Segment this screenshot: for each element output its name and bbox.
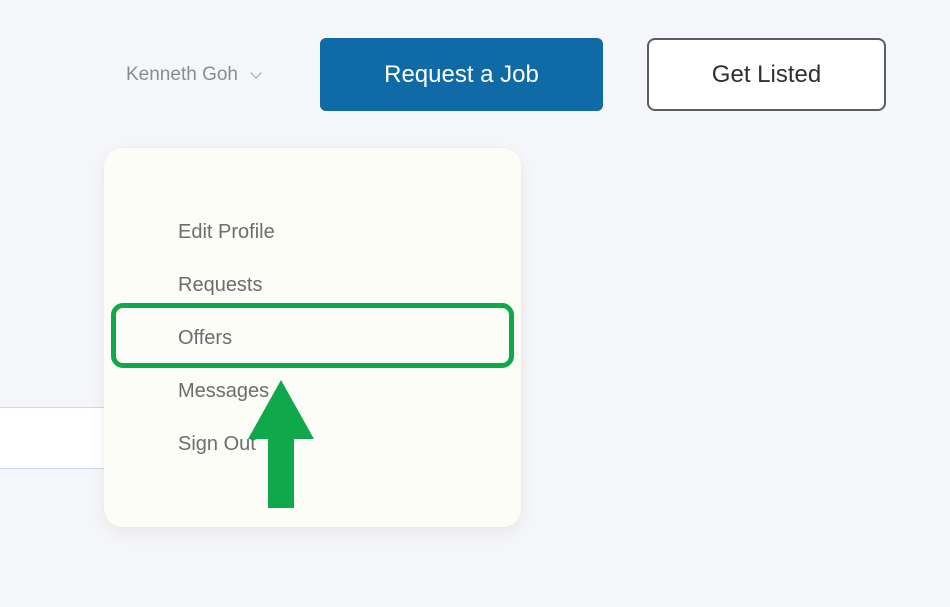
request-job-button[interactable]: Request a Job [320,38,603,111]
user-name-label: Kenneth Goh [126,64,238,85]
user-dropdown-menu: Edit Profile Requests Offers Messages Si… [104,148,521,527]
menu-item-sign-out[interactable]: Sign Out [178,433,256,455]
menu-item-messages[interactable]: Messages [178,380,270,402]
menu-item-requests[interactable]: Requests [178,274,263,296]
menu-item-edit-profile[interactable]: Edit Profile [178,221,275,243]
get-listed-button[interactable]: Get Listed [647,38,886,111]
menu-item-offers[interactable]: Offers [178,327,233,349]
user-menu-toggle[interactable]: Kenneth Goh [126,62,262,88]
chevron-down-icon [250,66,262,79]
